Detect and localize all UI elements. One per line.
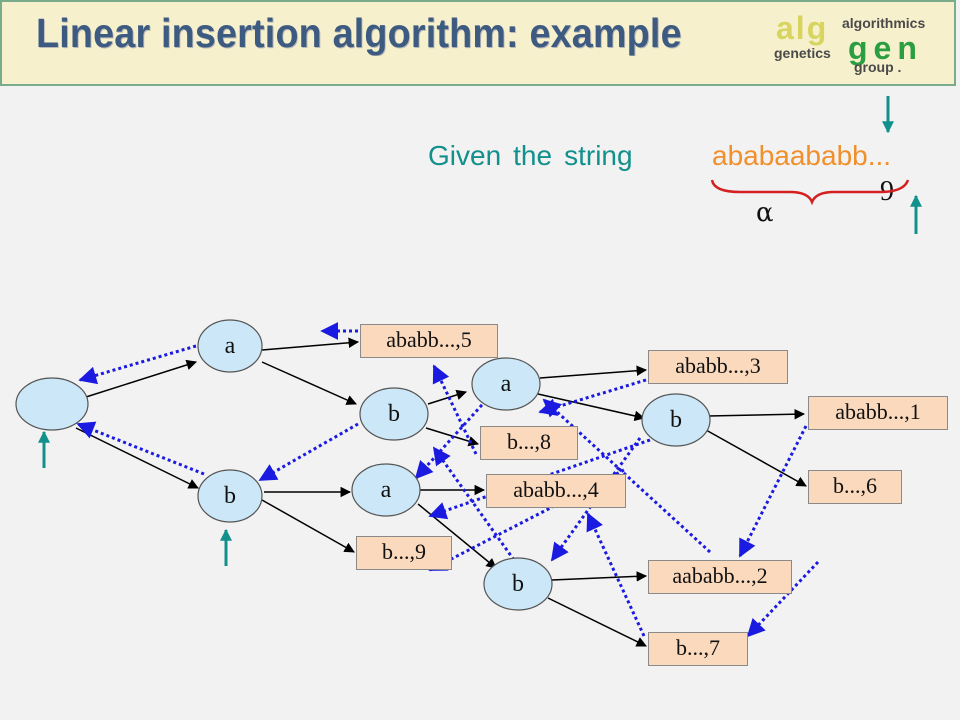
node-label-a: a <box>224 333 236 359</box>
suffix-link-leaf8 <box>432 364 478 455</box>
input-string: ababaababb... <box>712 140 892 171</box>
leaf-9: b...,9 <box>356 536 452 570</box>
edge-b3-leaf2 <box>551 571 648 582</box>
leaf-2: aababb...,2 <box>648 560 792 594</box>
string-word: string <box>564 140 633 171</box>
suffix-link-leaf6 <box>746 560 820 638</box>
suffix-link-b-b <box>258 422 359 482</box>
node-bab <box>483 557 553 611</box>
node-abab <box>641 393 711 447</box>
suffix-link-a-a <box>414 394 492 480</box>
edge-b3-leaf7 <box>547 597 647 647</box>
node-label-ba: a <box>380 477 392 503</box>
node-label-b: b <box>224 483 236 509</box>
suffix-link-b3-b <box>432 446 516 561</box>
node-b <box>197 469 263 523</box>
edge-b-leaf9 <box>261 499 355 553</box>
suffix-link-a-root <box>78 344 197 385</box>
logo-alg-text: alg <box>776 10 829 46</box>
edge-a-leaf5 <box>261 337 360 351</box>
node-ba <box>351 463 421 517</box>
leaf-6: b...,6 <box>808 470 902 504</box>
leaf-8: b...,8 <box>480 426 578 460</box>
suffix-link-leaf2 <box>542 398 712 554</box>
logo-group-text: group . <box>854 59 902 75</box>
leaf-7: b...,7 <box>648 632 748 666</box>
edge-a-b <box>261 361 357 405</box>
node-aba <box>471 357 541 411</box>
suffix-link-leaf1 <box>738 425 808 558</box>
logo-algorithmics-text: algorithmics <box>842 15 926 31</box>
leaf-5: ababb...,5 <box>360 324 498 358</box>
leaf-3: ababb...,3 <box>648 350 788 384</box>
given-caption: Given the string <box>428 140 633 172</box>
edge-b-a <box>427 389 468 405</box>
edge-root-a <box>85 359 198 398</box>
title-banner: Linear insertion algorithm: example algo… <box>0 0 956 86</box>
alpha-symbol: α <box>756 198 774 228</box>
slide-title: Linear insertion algorithm: example <box>36 10 682 56</box>
alpha-brace <box>710 179 910 206</box>
node-a <box>197 319 263 373</box>
the-word: the <box>513 140 553 171</box>
edge-b2-leaf6 <box>705 429 807 487</box>
suffix-link-b3 <box>550 437 642 562</box>
root-node <box>15 377 89 431</box>
logo-gen-text: gen <box>848 30 923 66</box>
node-label-aba: a <box>500 371 512 397</box>
node-label-ab: b <box>388 401 400 427</box>
edge-root-b <box>75 427 199 489</box>
logo-genetics-text: genetics <box>774 45 831 61</box>
given-word: Given <box>428 140 502 171</box>
node-label-abab: b <box>670 407 682 433</box>
edge-b2-leaf1 <box>707 408 806 420</box>
node-label-bab: b <box>512 571 524 597</box>
leaf-1: ababb...,1 <box>808 396 948 430</box>
suffix-link-b-root <box>76 421 205 476</box>
edge-a-b2 <box>537 393 646 422</box>
algen-logo: algorithmics alg genetics gen group . <box>774 10 954 80</box>
edge-a-leaf3 <box>539 365 648 379</box>
suffix-link-leaf7 <box>586 512 646 637</box>
node-ab <box>359 387 429 441</box>
leaf-4: ababb...,4 <box>486 474 626 508</box>
